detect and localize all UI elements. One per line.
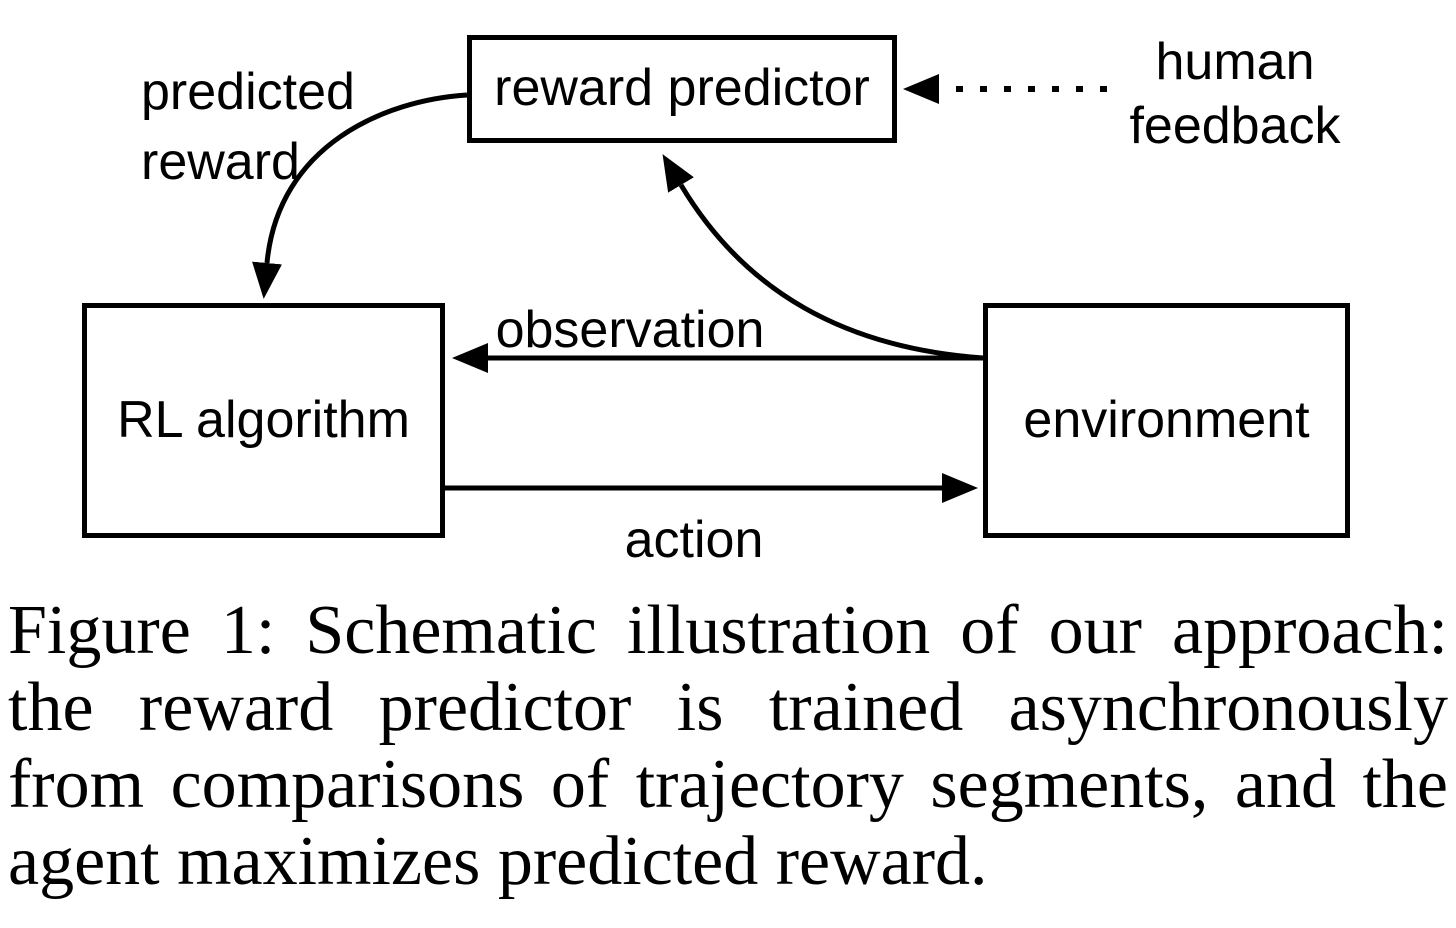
rl-algorithm-box: RL algorithm bbox=[82, 303, 445, 538]
predicted-reward-label: predicted reward bbox=[141, 57, 355, 197]
observation-label: observation bbox=[495, 301, 765, 359]
caption-line-4: agent maximizes predicted reward. bbox=[8, 823, 988, 900]
caption-line-1: Figure 1: Schematic illustration of our … bbox=[8, 592, 1448, 669]
environment-to-predictor-arrow bbox=[662, 154, 984, 361]
action-label: action bbox=[624, 511, 764, 569]
caption-line-3: from comparisons of trajectory segments,… bbox=[8, 746, 1448, 823]
environment-label: environment bbox=[1023, 390, 1310, 449]
arrow-layer bbox=[252, 74, 1107, 503]
predicted-reward-label-line1: predicted bbox=[141, 63, 355, 121]
human-feedback-label-line2: feedback bbox=[1129, 97, 1341, 155]
predicted-reward-label-line2: reward bbox=[141, 133, 300, 191]
figure-caption: Figure 1: Schematic illustration of our … bbox=[8, 592, 1448, 900]
human-feedback-label-line1: human bbox=[1155, 33, 1315, 91]
environment-box: environment bbox=[983, 303, 1350, 538]
reward-predictor-label: reward predictor bbox=[494, 59, 870, 118]
human-feedback-label: human feedback bbox=[1105, 30, 1365, 158]
rlhf-schematic-diagram: reward predictor RL algorithm environmen… bbox=[82, 30, 1365, 569]
caption-line-2: the reward predictor is trained asynchro… bbox=[8, 669, 1448, 746]
rl-algorithm-label: RL algorithm bbox=[117, 390, 410, 449]
reward-predictor-box: reward predictor bbox=[467, 35, 897, 143]
predicted-reward-arrow bbox=[252, 92, 468, 299]
